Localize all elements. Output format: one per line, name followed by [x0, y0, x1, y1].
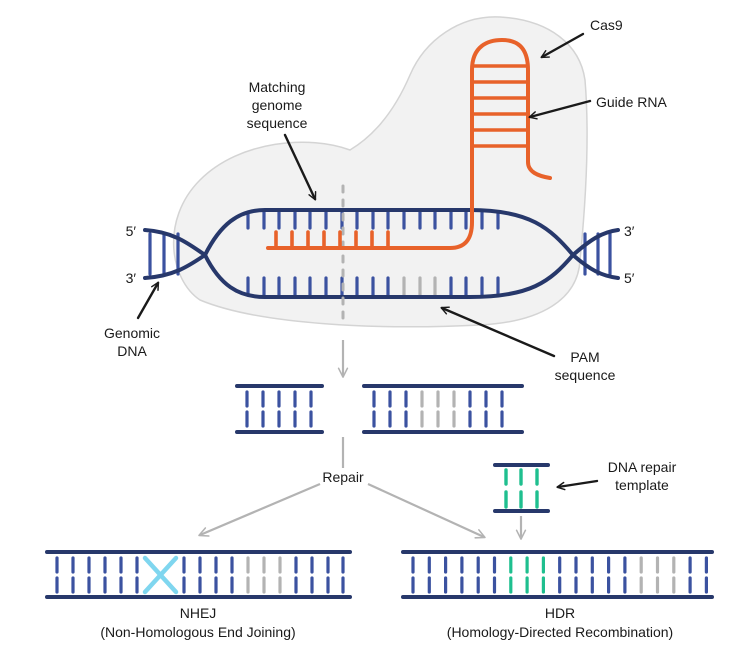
guide-rna-label: Guide RNA: [596, 94, 667, 110]
pam-label-line-1: PAM: [570, 349, 599, 365]
three-prime-left-label: 3′: [126, 270, 137, 286]
rna-hairpin-bases: [472, 64, 528, 148]
repair-label: Repair: [322, 469, 364, 485]
pam-pointer-arrow: [440, 306, 556, 358]
cas9-protein-shape: [172, 16, 588, 328]
template-label-line-1: DNA repair: [608, 459, 677, 475]
matching-sequence-pointer-arrow: [283, 133, 317, 201]
five-prime-left-label: 5′: [126, 223, 137, 239]
nhej-result-dna: [45, 550, 352, 599]
three-prime-right-label: 3′: [624, 223, 635, 239]
cut-dna-right-fragment: [362, 384, 524, 434]
cut-dna-left-fragment: [235, 384, 324, 434]
matching-label-line-3: sequence: [247, 115, 308, 131]
hdr-result-dna: [401, 550, 714, 599]
guide-rna: [266, 38, 552, 250]
template-pointer-arrow: [556, 479, 599, 491]
cas9-pointer-arrow: [540, 32, 585, 59]
pam-label-line-2: sequence: [555, 367, 616, 383]
genomic-dna-label-line-2: DNA: [117, 343, 147, 359]
guide-rna-pointer-arrow: [528, 99, 592, 120]
cas9-label: Cas9: [590, 17, 623, 33]
genomic-dna-label-line-1: Genomic: [104, 325, 160, 341]
rna-bases-lower: [274, 230, 390, 250]
dna-backbone-lower: [143, 252, 620, 299]
matching-label-line-2: genome: [252, 97, 303, 113]
hdr-title: HDR: [545, 605, 575, 621]
guide-rna-strand: [266, 38, 552, 250]
mismatch-cross: [142, 555, 179, 595]
hdr-subtitle: (Homology-Directed Recombination): [447, 624, 673, 640]
five-prime-right-label: 5′: [624, 270, 635, 286]
nhej-branch-arrow: [198, 482, 321, 537]
genomic-dna-pointer-arrow: [136, 281, 160, 320]
template-label-line-2: template: [615, 477, 669, 493]
hdr-branch-arrow: [367, 482, 486, 539]
nhej-subtitle: (Non-Homologous End Joining): [100, 624, 295, 640]
matching-label-line-1: Matching: [249, 79, 306, 95]
nhej-title: NHEJ: [180, 605, 217, 621]
dna-repair-template: [493, 463, 550, 513]
